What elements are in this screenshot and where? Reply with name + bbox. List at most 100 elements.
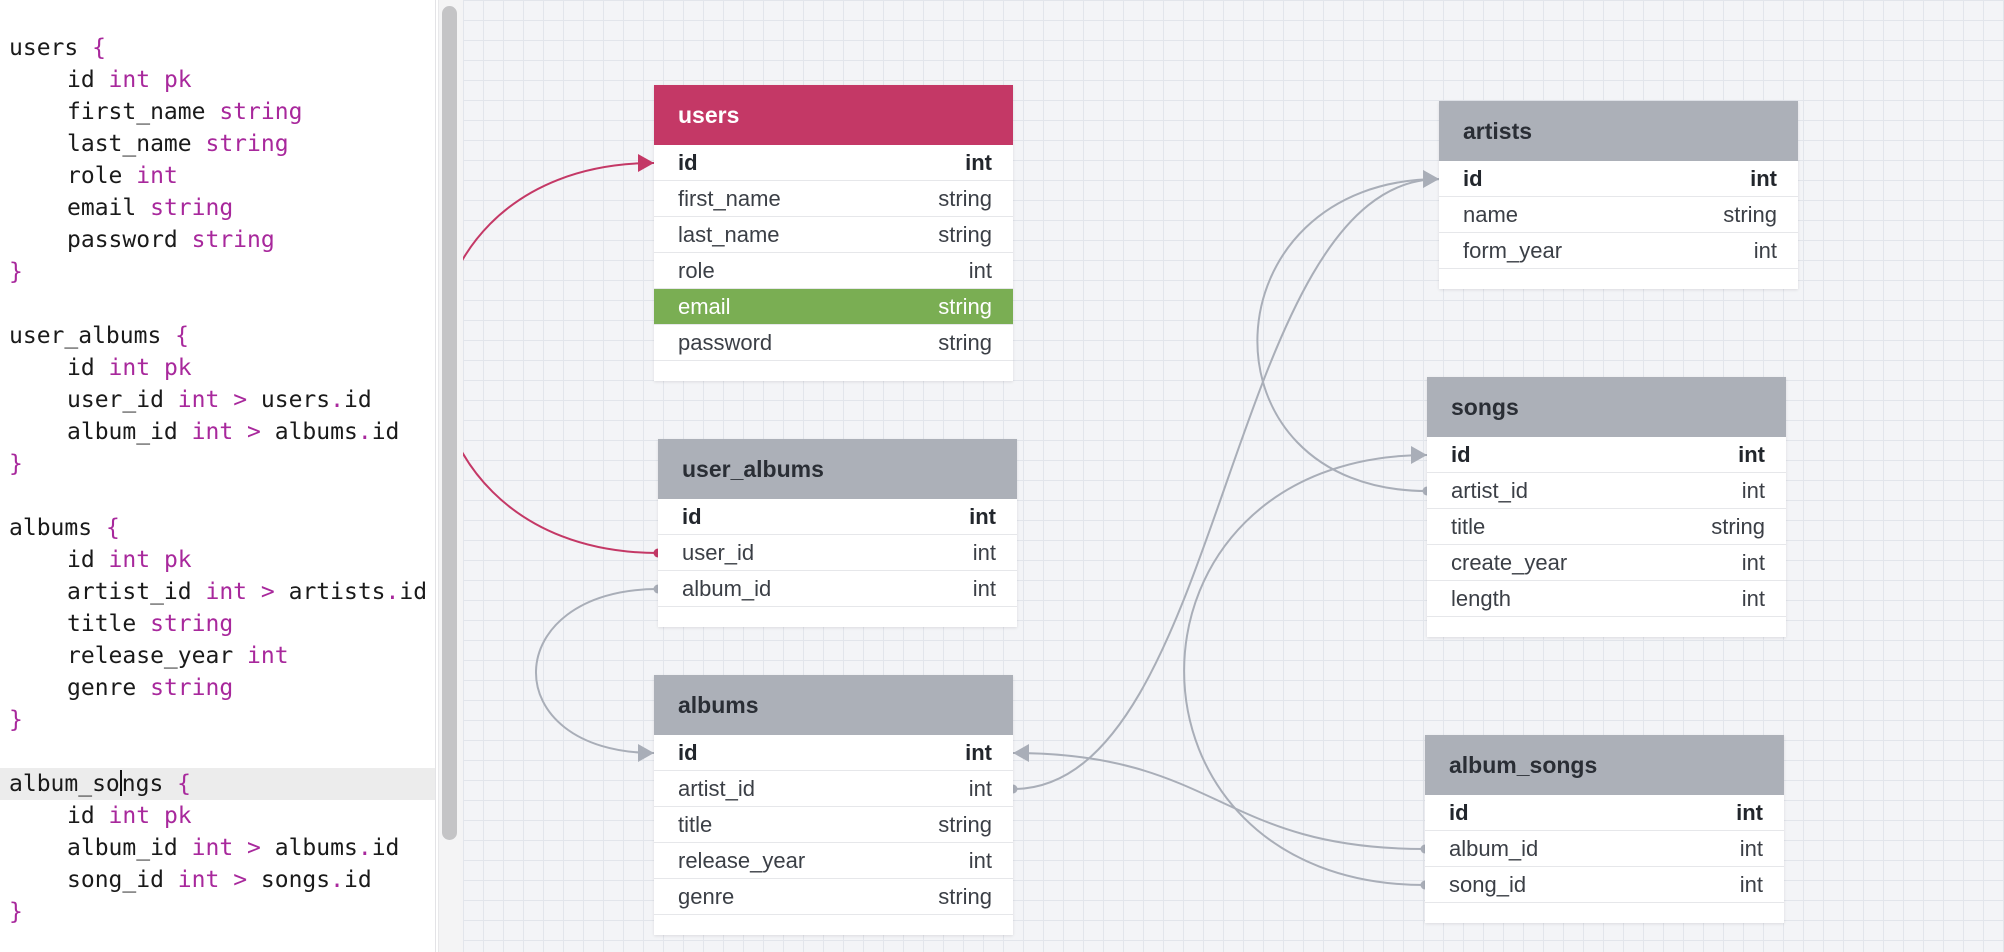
code-token: }	[9, 707, 23, 733]
code-line[interactable]: id int pk	[0, 64, 435, 96]
code-line[interactable]: password string	[0, 224, 435, 256]
editor-scrollbar-thumb[interactable]	[442, 6, 457, 840]
code-line[interactable]: albums {	[0, 512, 435, 544]
code-line[interactable]: user_id int > users.id	[0, 384, 435, 416]
code-line[interactable]: album_id int > albums.id	[0, 416, 435, 448]
column-name: email	[678, 294, 731, 319]
table-header[interactable]: users	[654, 85, 1013, 145]
code-token: id	[67, 355, 109, 381]
table-footer	[658, 607, 1017, 627]
relationship-line[interactable]	[535, 588, 659, 754]
table-footer	[654, 915, 1013, 935]
code-token: id	[371, 419, 400, 445]
code-line[interactable]: user_albums {	[0, 320, 435, 352]
code-token: .	[357, 835, 372, 861]
table-header[interactable]: songs	[1427, 377, 1786, 437]
relationship-arrow-icon	[1411, 446, 1427, 464]
code-line[interactable]: id int pk	[0, 800, 435, 832]
table-header[interactable]: user_albums	[658, 439, 1017, 499]
column-type: int	[968, 848, 992, 873]
code-line[interactable]: }	[0, 704, 435, 736]
code-line[interactable]: release_year int	[0, 640, 435, 672]
column-type: int	[1736, 800, 1763, 825]
column-type: int	[965, 740, 992, 765]
code-token: ngs	[121, 771, 178, 797]
column-name: title	[1451, 514, 1486, 539]
code-token	[150, 547, 164, 573]
code-line[interactable]: album_songs {	[0, 768, 435, 800]
code-line[interactable]: id int pk	[0, 544, 435, 576]
code-line[interactable]: id int pk	[0, 352, 435, 384]
code-token: int	[108, 803, 151, 829]
code-token: int	[177, 867, 220, 893]
code-line[interactable]: title string	[0, 608, 435, 640]
code-token: pk	[163, 803, 192, 829]
code-line[interactable]: }	[0, 896, 435, 928]
table-header[interactable]: artists	[1439, 101, 1798, 161]
table-header[interactable]: album_songs	[1425, 735, 1784, 795]
code-line[interactable]: genre string	[0, 672, 435, 704]
relationship-line[interactable]	[1183, 454, 1428, 886]
code-token: users	[247, 387, 331, 413]
code-line[interactable]: email string	[0, 192, 435, 224]
column-type: string	[938, 330, 992, 355]
code-line[interactable]: }	[0, 256, 435, 288]
code-line[interactable]: role int	[0, 160, 435, 192]
code-line[interactable]	[0, 288, 435, 320]
column-type: string	[938, 294, 992, 319]
code-line[interactable]: }	[0, 448, 435, 480]
code-token: {	[175, 323, 190, 349]
code-line[interactable]: album_id int > albums.id	[0, 832, 435, 864]
relationship-line[interactable]	[463, 162, 659, 554]
column-name: album_id	[1449, 836, 1539, 861]
code-line[interactable]	[0, 480, 435, 512]
relationship-line[interactable]	[1256, 178, 1440, 492]
relationship-line[interactable]	[1012, 178, 1440, 790]
code-token: title	[67, 611, 151, 637]
code-line[interactable]: last_name string	[0, 128, 435, 160]
code-line[interactable]: users {	[0, 32, 435, 64]
relationship-line[interactable]	[1012, 752, 1426, 850]
table-row[interactable]: email string	[654, 289, 1013, 325]
code-line[interactable]: first_name string	[0, 96, 435, 128]
code-line[interactable]	[0, 736, 435, 768]
table-header[interactable]: albums	[654, 675, 1013, 735]
code-line[interactable]: artist_id int > artists.id	[0, 576, 435, 608]
column-type: int	[1741, 586, 1765, 611]
code-line[interactable]: song_id int > songs.id	[0, 864, 435, 896]
table-footer	[1425, 903, 1784, 923]
